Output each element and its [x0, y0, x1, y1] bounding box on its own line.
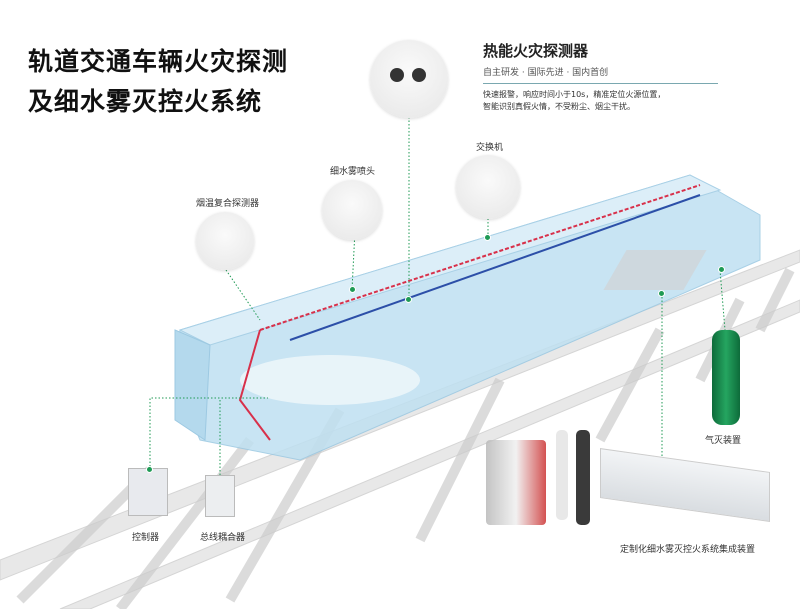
- heat-detector-image: [370, 40, 448, 118]
- label-smoke-temp-detector: 烟温复合探测器: [196, 199, 260, 209]
- feature-desc-1: 快速报警，响应时间小于10s，精准定位火源位置，: [483, 90, 666, 99]
- feature-panel: 热能火灾探测器 自主研发 · 国际先进 · 国内首创 快速报警，响应时间小于10…: [483, 40, 718, 113]
- leader-lines: [149, 110, 726, 480]
- controller-image: [128, 468, 168, 516]
- label-bus-coupler: 总线耦合器: [200, 533, 246, 543]
- callout-dot: [718, 266, 725, 273]
- callout-dot: [146, 466, 153, 473]
- callout-dot: [484, 234, 491, 241]
- feature-subtitle: 自主研发 · 国际先进 · 国内首创: [483, 65, 718, 84]
- feature-heading: 热能火灾探测器: [483, 42, 589, 60]
- gas-extinguisher-image: [712, 330, 740, 425]
- nozzle-image: [322, 180, 382, 240]
- switch-image: [456, 155, 520, 219]
- callout-dot: [658, 290, 665, 297]
- smoke-temp-detector-image: [196, 212, 254, 270]
- label-nozzle: 细水雾喷头: [330, 167, 376, 177]
- water-mist-pump-image: [486, 440, 546, 525]
- feature-desc-2: 智能识别真假火情，不受粉尘、烟尘干扰。: [483, 102, 635, 111]
- bus-coupler-image: [205, 475, 235, 517]
- label-switch: 交换机: [476, 143, 504, 153]
- main-title-line1: 轨道交通车辆火灾探测: [28, 47, 289, 76]
- callout-dot: [405, 296, 412, 303]
- label-integrated-unit: 定制化细水雾灭控火系统集成装置: [620, 545, 756, 555]
- label-controller: 控制器: [132, 533, 160, 543]
- pipes: [238, 184, 701, 441]
- cylinder-dark-image: [576, 430, 590, 525]
- train-body: [174, 174, 761, 461]
- callout-dot: [349, 286, 356, 293]
- label-gas-extinguisher: 气灭装置: [705, 436, 742, 446]
- cylinder-white-image: [556, 430, 568, 520]
- main-title-line2: 及细水雾灭控火系统: [28, 87, 263, 116]
